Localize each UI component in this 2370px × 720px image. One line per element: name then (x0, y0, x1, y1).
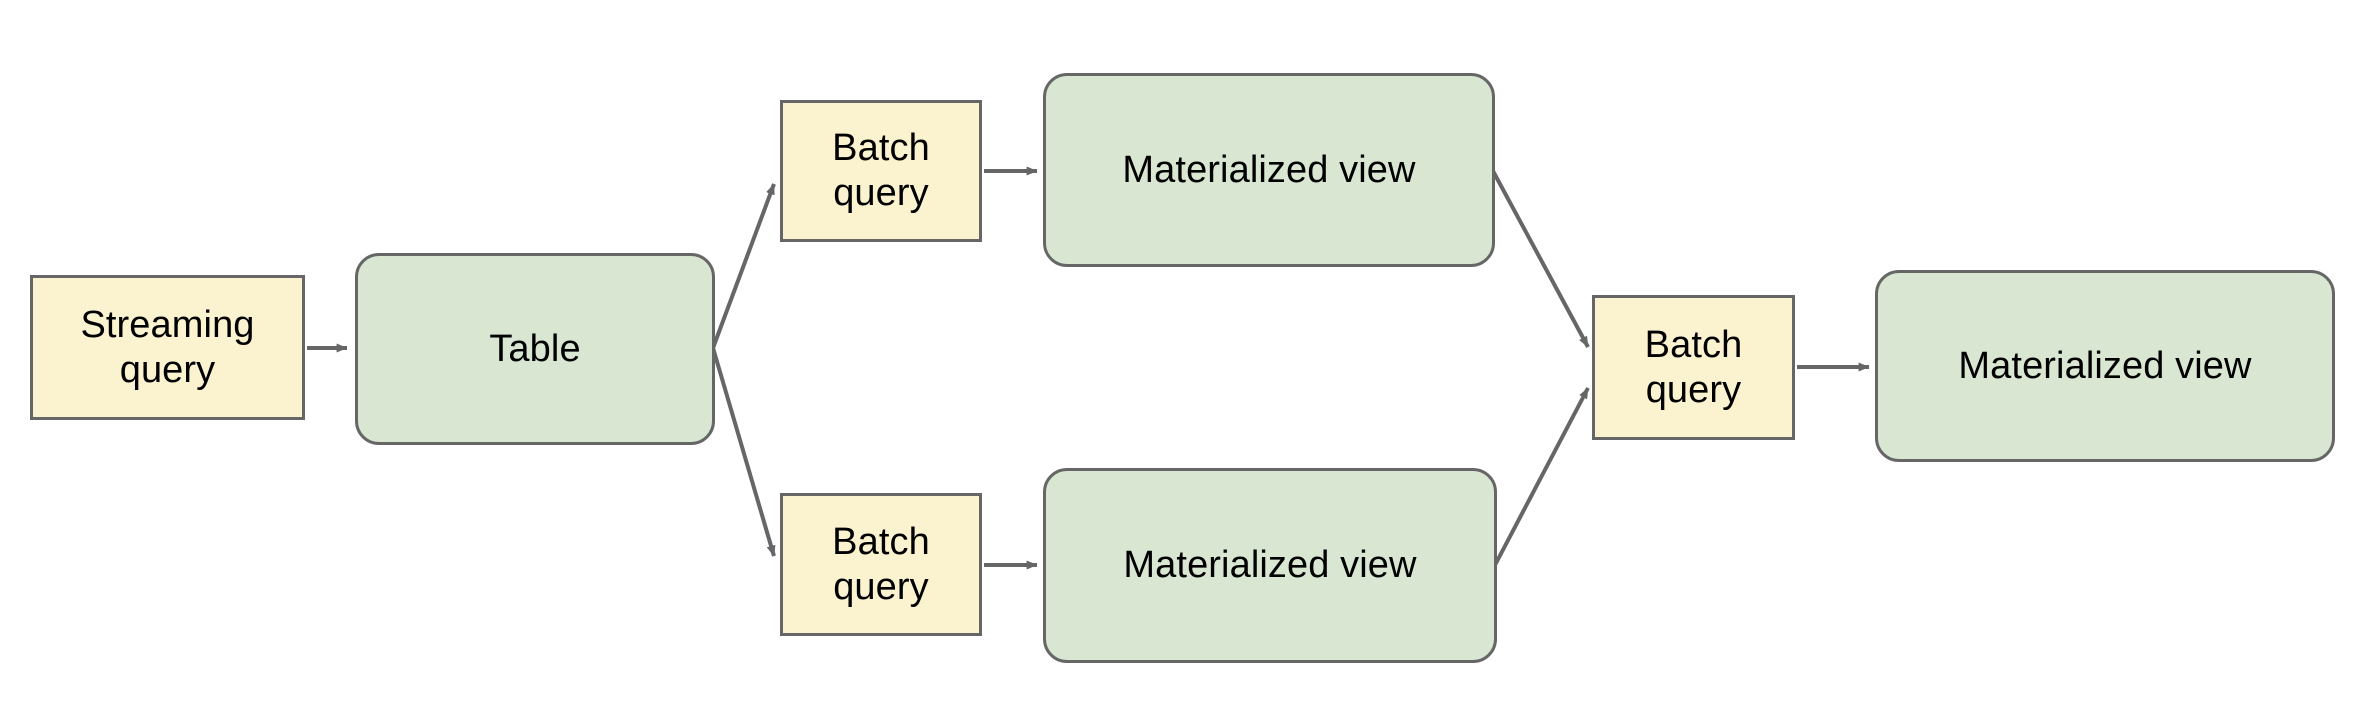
edge-mv-top-to-batch-join (1491, 170, 1590, 348)
edge-table-to-batch-bottom (711, 347, 776, 557)
node-label: Materialized view (1958, 344, 2252, 387)
node-materialized-view-top[interactable]: Materialized view (1043, 73, 1495, 267)
node-materialized-view-final[interactable]: Materialized view (1875, 270, 2335, 462)
node-label: Materialized view (1122, 148, 1416, 191)
node-label: Streaming query (80, 303, 255, 391)
node-batch-query-bottom[interactable]: Batch query (780, 493, 982, 636)
node-streaming-query[interactable]: Streaming query (30, 275, 305, 420)
node-table[interactable]: Table (355, 253, 715, 445)
edge-table-to-batch-top (711, 183, 776, 349)
node-label: Batch query (832, 520, 930, 608)
node-batch-query-top[interactable]: Batch query (780, 100, 982, 242)
edge-mv-bottom-to-batch-join (1493, 387, 1590, 566)
node-materialized-view-bottom[interactable]: Materialized view (1043, 468, 1497, 663)
node-label: Table (489, 327, 581, 370)
node-label: Batch query (832, 127, 930, 214)
node-label: Batch query (1644, 323, 1743, 411)
node-label: Materialized view (1123, 544, 1417, 587)
node-batch-query-join[interactable]: Batch query (1592, 295, 1795, 440)
